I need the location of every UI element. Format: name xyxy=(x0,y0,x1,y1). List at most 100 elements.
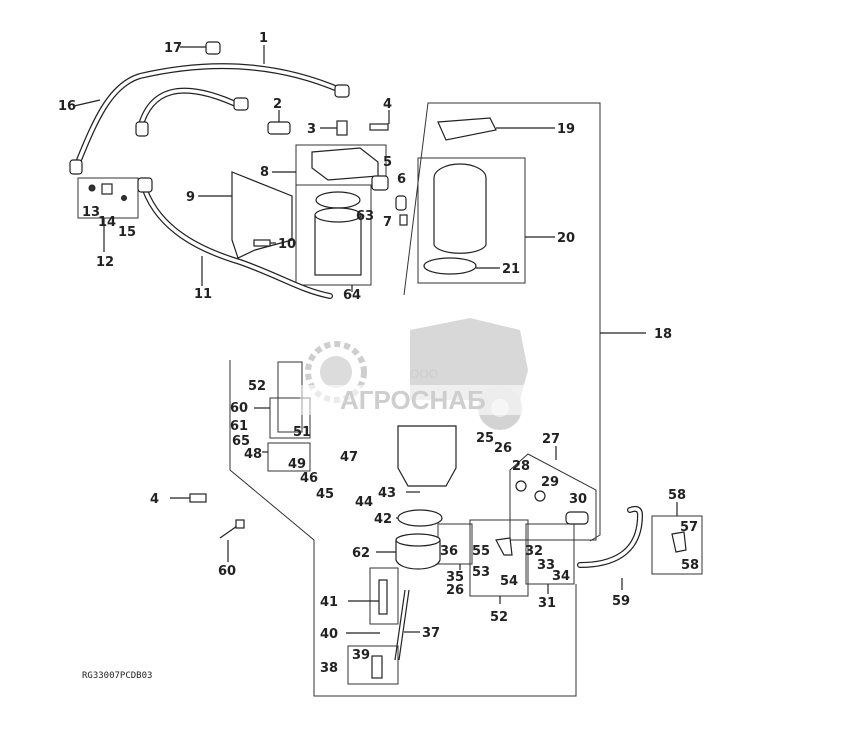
callout-13: 13 xyxy=(82,205,100,220)
callout-53: 53 xyxy=(472,565,490,580)
watermark-logo: ООО АГРОСНАБ xyxy=(300,318,546,430)
filter-housing xyxy=(397,425,457,487)
box-27 xyxy=(509,453,597,541)
watermark-prefix: ООО xyxy=(410,367,438,381)
gear-hub xyxy=(320,356,352,388)
box-12 xyxy=(77,177,139,219)
callout-52: 52 xyxy=(248,379,266,394)
callout-1: 1 xyxy=(259,31,268,46)
callout-44: 44 xyxy=(355,495,373,510)
hose-end-fitting xyxy=(334,84,350,98)
callout-21: 21 xyxy=(502,262,520,277)
callout-36: 36 xyxy=(440,544,458,559)
hose-59 xyxy=(577,505,644,568)
callout-60: 60 xyxy=(230,401,248,416)
callout-32: 32 xyxy=(525,544,543,559)
callout-19: 19 xyxy=(557,122,575,137)
callout-16: 16 xyxy=(58,99,76,114)
box-31 xyxy=(525,523,575,585)
hose-end-fitting xyxy=(69,159,83,175)
seal-63 xyxy=(315,191,361,209)
callout-11: 11 xyxy=(194,287,212,302)
callout-15: 15 xyxy=(118,225,136,240)
box-48 xyxy=(267,442,311,472)
callout-26: 26 xyxy=(494,441,512,456)
box-38 xyxy=(347,645,399,685)
callout-2: 2 xyxy=(273,97,282,112)
fitting-6b xyxy=(395,195,407,211)
filter-64 xyxy=(314,214,362,276)
bolt-60-head xyxy=(235,519,245,529)
fitting-3 xyxy=(336,120,348,136)
callout-6: 6 xyxy=(397,172,406,187)
callout-numbers: 17 1 16 2 3 4 19 8 5 6 9 63 7 13 14 15 2… xyxy=(58,31,699,676)
callout-18: 18 xyxy=(654,327,672,342)
callout-4-lower: 4 xyxy=(150,492,159,507)
seal-42 xyxy=(397,509,443,527)
callout-47: 47 xyxy=(340,450,358,465)
box-52-lower xyxy=(469,519,529,597)
part-38 xyxy=(371,655,383,679)
callout-58-lower: 58 xyxy=(681,558,699,573)
part-30 xyxy=(565,511,589,525)
filter-head-5 xyxy=(311,147,379,181)
callout-28: 28 xyxy=(512,459,530,474)
bowl-62 xyxy=(395,539,441,570)
bracket-9 xyxy=(231,171,293,259)
bolt-10 xyxy=(253,239,271,247)
watermark-brand: АГРОСНАБ xyxy=(340,385,486,415)
callout-27: 27 xyxy=(542,432,560,447)
callout-7: 7 xyxy=(383,215,392,230)
callout-58: 58 xyxy=(668,488,686,503)
callout-62: 62 xyxy=(352,546,370,561)
filter-64-top xyxy=(314,207,362,223)
callout-63: 63 xyxy=(356,209,374,224)
bolt-4 xyxy=(189,493,207,503)
plug-7 xyxy=(399,214,408,226)
callout-46: 46 xyxy=(300,471,318,486)
callout-61: 61 xyxy=(230,419,248,434)
box-20 xyxy=(417,157,526,284)
callout-37: 37 xyxy=(422,626,440,641)
callout-57: 57 xyxy=(680,520,698,535)
fitting-6 xyxy=(371,175,389,191)
callout-60-lower: 60 xyxy=(218,564,236,579)
callout-54: 54 xyxy=(500,574,518,589)
callout-29: 29 xyxy=(541,475,559,490)
main-filter-outline xyxy=(229,360,577,697)
hose-end-fitting xyxy=(233,97,249,111)
box-60 xyxy=(269,397,311,439)
tractor-icon xyxy=(410,318,528,400)
fitting-17 xyxy=(205,41,221,55)
callout-17: 17 xyxy=(164,41,182,56)
callout-64: 64 xyxy=(343,288,361,303)
callout-65: 65 xyxy=(232,434,250,449)
callout-12: 12 xyxy=(96,255,114,270)
element-20 xyxy=(433,178,487,254)
callout-38: 38 xyxy=(320,661,338,676)
part-13 xyxy=(88,184,96,192)
callout-41: 41 xyxy=(320,595,338,610)
box-52-upper xyxy=(277,361,303,433)
leader-lines xyxy=(73,45,678,634)
part-15 xyxy=(121,195,127,201)
callout-34: 34 xyxy=(552,569,570,584)
hose-1 xyxy=(72,63,343,173)
hose-end-fitting xyxy=(137,177,153,193)
connector-2 xyxy=(267,121,291,135)
callout-26-lower: 26 xyxy=(446,583,464,598)
callout-3: 3 xyxy=(307,122,316,137)
callout-52-lower: 52 xyxy=(490,610,508,625)
callout-45: 45 xyxy=(316,487,334,502)
elbow-55 xyxy=(495,537,513,556)
callout-31: 31 xyxy=(538,596,556,611)
callout-59: 59 xyxy=(612,594,630,609)
callout-33: 33 xyxy=(537,558,555,573)
callout-39: 39 xyxy=(352,648,370,663)
hose-11 xyxy=(142,187,333,299)
part-29 xyxy=(534,490,546,502)
callout-30: 30 xyxy=(569,492,587,507)
callout-25: 25 xyxy=(476,431,494,446)
seal-21 xyxy=(423,257,477,275)
